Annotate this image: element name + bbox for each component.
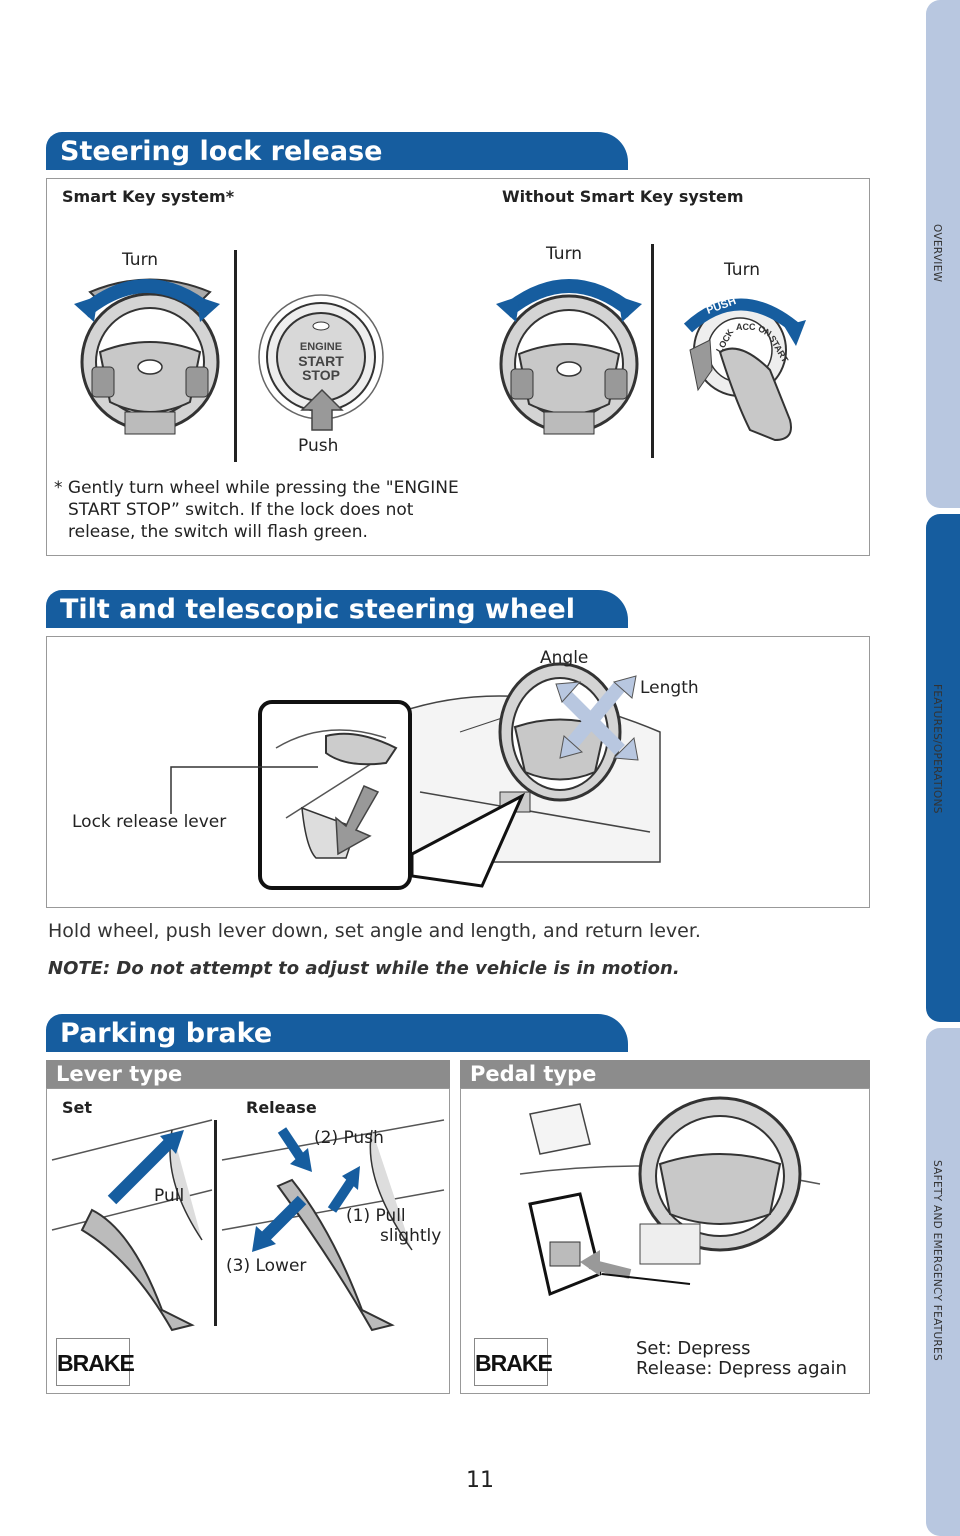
tab-safety-label: SAFETY AND EMERGENCY FEATURES — [931, 1160, 943, 1361]
steering-wheel-illustration-2 — [499, 294, 639, 435]
pull-1-label: (1) Pull — [346, 1206, 406, 1226]
pull-label: Pull — [154, 1186, 185, 1206]
brake-badge-lever: BRAKE — [56, 1338, 135, 1386]
divider-1 — [234, 250, 237, 462]
lever-type-header: Lever type — [46, 1060, 450, 1088]
stop-text: STOP — [302, 367, 340, 383]
push-label: Push — [298, 436, 339, 456]
release-heading: Release — [246, 1098, 317, 1117]
pedal-release-text: Release: Depress again — [636, 1358, 847, 1379]
lever-release-illustration — [221, 1119, 445, 1332]
tab-overview[interactable] — [926, 0, 960, 508]
engine-button-text: ENGINE START STOP — [291, 340, 351, 382]
steering-footnote-line-3: release, the switch will flash green. — [68, 522, 368, 542]
steering-footnote-line-1: * Gently turn wheel while pressing the "… — [54, 478, 459, 498]
without-smart-key-heading: Without Smart Key system — [502, 187, 744, 206]
parking-brake-header: Parking brake — [46, 1014, 628, 1052]
tab-safety[interactable] — [926, 1028, 960, 1536]
pedal-set-text: Set: Depress — [636, 1338, 751, 1359]
divider-2 — [651, 244, 654, 458]
angle-length-arrows — [555, 675, 639, 761]
smart-key-heading: Smart Key system* — [62, 187, 235, 206]
start-text: START — [298, 353, 344, 369]
turn-label-3: Turn — [724, 260, 761, 280]
turn-arrow-1 — [74, 279, 220, 322]
steering-wheel-illustration-1 — [80, 278, 220, 435]
pedal-type-header: Pedal type — [460, 1060, 870, 1088]
push-arrow — [300, 388, 344, 431]
dashboard-illustration — [399, 662, 661, 863]
engine-text: ENGINE — [299, 341, 343, 353]
angle-label: Angle — [540, 648, 589, 668]
ignition-acc-text: ACC — [736, 322, 756, 332]
steering-footnote-line-2: START STOP” switch. If the lock does not — [68, 500, 414, 520]
turn-label-1: Turn — [122, 250, 159, 270]
turn-arrow-2 — [496, 279, 642, 322]
steering-lock-header: Steering lock release — [46, 132, 628, 170]
set-heading: Set — [62, 1098, 93, 1117]
ignition-key-illustration — [683, 298, 806, 442]
turn-label-2: Turn — [546, 244, 583, 264]
tab-features-operations[interactable] — [926, 514, 960, 1022]
lever-callout-line — [170, 766, 318, 814]
tilt-note: NOTE: Do not attempt to adjust while the… — [48, 958, 680, 979]
slightly-label: slightly — [380, 1226, 442, 1246]
lower-3-label: (3) Lower — [226, 1256, 307, 1276]
push-2-label: (2) Push — [314, 1128, 384, 1148]
tilt-instruction: Hold wheel, push lever down, set angle a… — [48, 920, 701, 942]
tab-overview-label: OVERVIEW — [931, 224, 943, 283]
inset-pointer — [410, 792, 526, 888]
tab-features-label: FEATURES/OPERATIONS — [931, 684, 943, 814]
pedal-type-illustration — [519, 1096, 821, 1297]
brake-badge-pedal: BRAKE — [474, 1338, 553, 1386]
tilt-header: Tilt and telescopic steering wheel — [46, 590, 628, 628]
lever-inset-illustration — [275, 729, 398, 859]
length-label: Length — [640, 678, 699, 698]
lock-release-lever-label: Lock release lever — [72, 812, 227, 832]
lever-set-illustration — [51, 1119, 213, 1332]
page-number: 11 — [466, 1468, 494, 1493]
lever-divider — [214, 1120, 217, 1326]
